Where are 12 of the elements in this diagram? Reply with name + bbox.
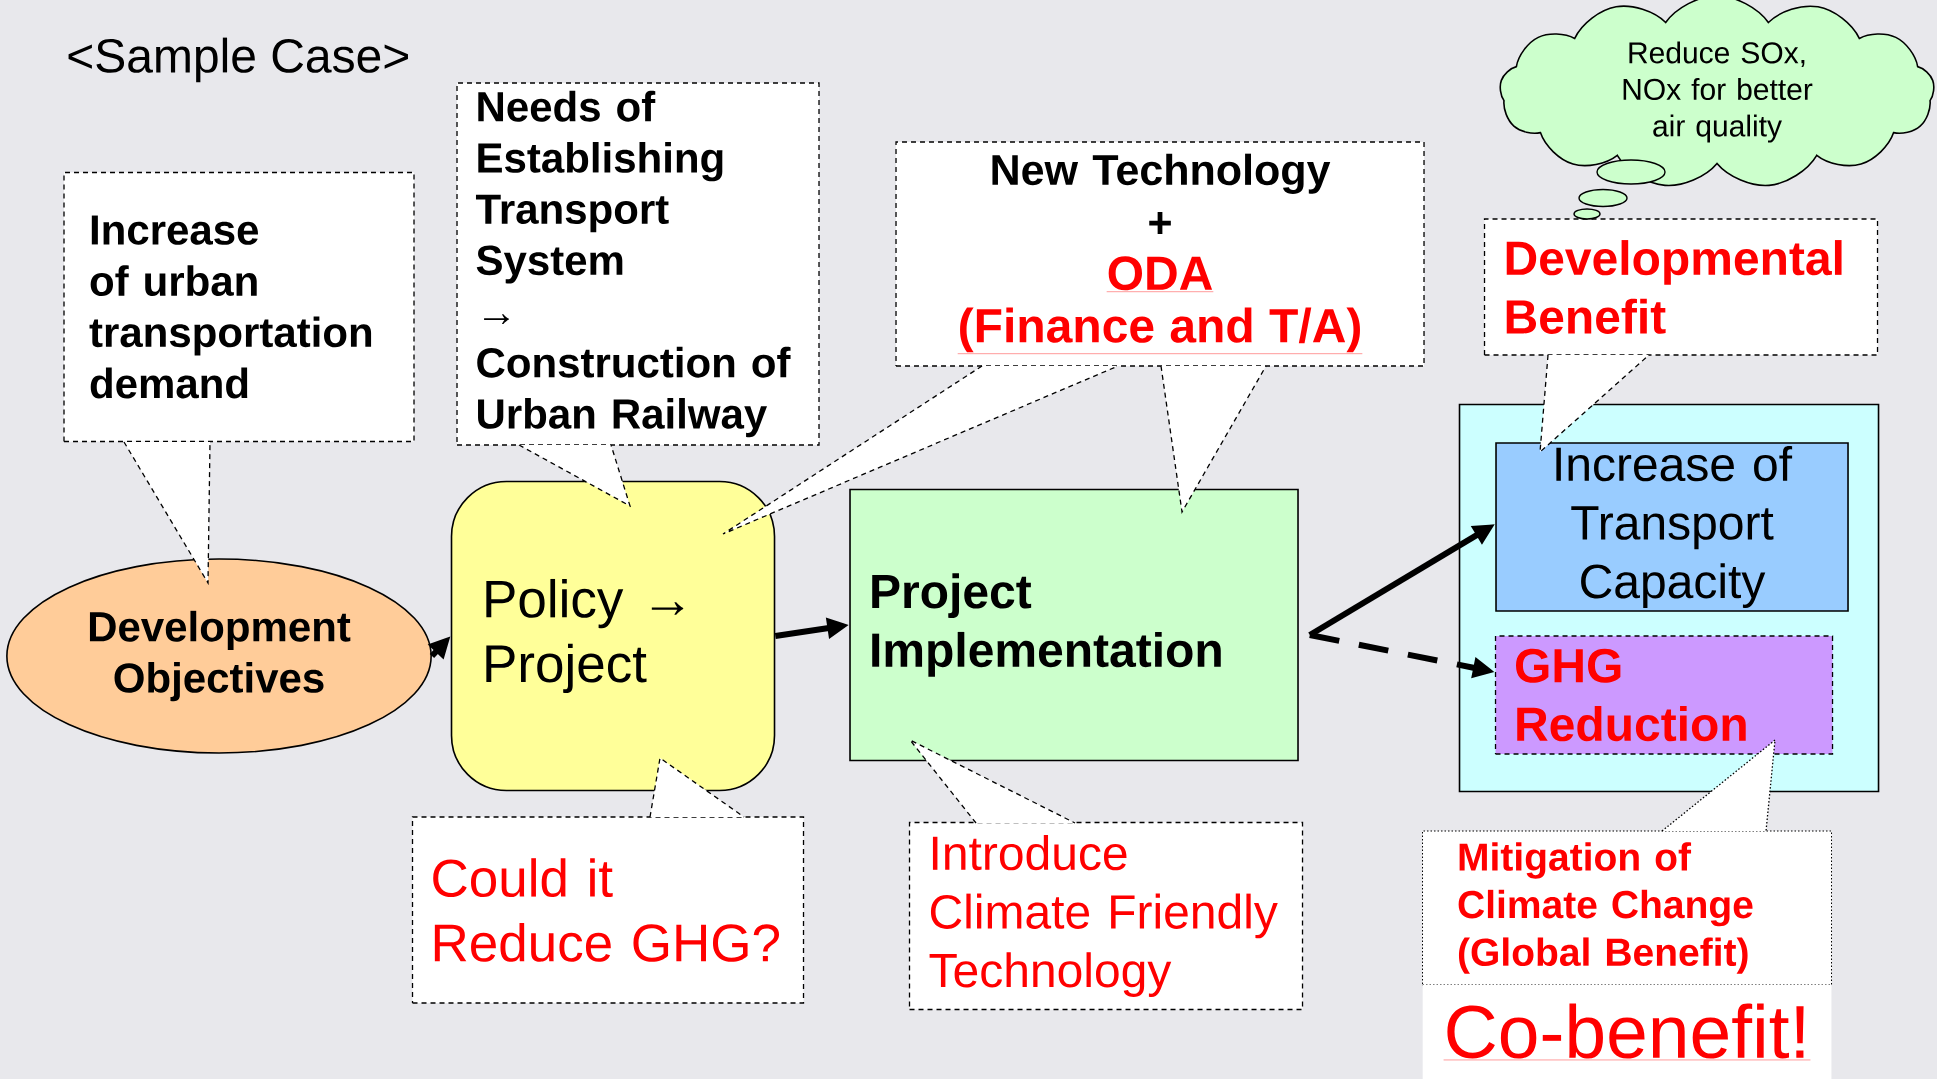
result-box: GHG Reduction: [1494, 635, 1834, 755]
text-box: Co-benefit!: [1422, 985, 1832, 1079]
callout-box: Could it Reduce GHG?: [411, 756, 805, 1004]
callout-box: Increase of urban transportation demand: [63, 171, 415, 586]
node-label: Co-benefit!: [1447, 1003, 1804, 1059]
process-box: Policy → Project: [450, 480, 776, 792]
thought-cloud: Reduce SOx, NOx for better air quality: [1499, 0, 1935, 220]
callout-box: Introduce Climate Friendly Technology: [907, 738, 1304, 1011]
title: <Sample Case>: [68, 37, 408, 83]
process-box: Project Implementation: [849, 488, 1299, 762]
callout-box: Needs of Establishing Transport System → Construction of Urban Railway: [456, 82, 820, 508]
result-box: Increase of Transport Capacity: [1495, 442, 1849, 612]
